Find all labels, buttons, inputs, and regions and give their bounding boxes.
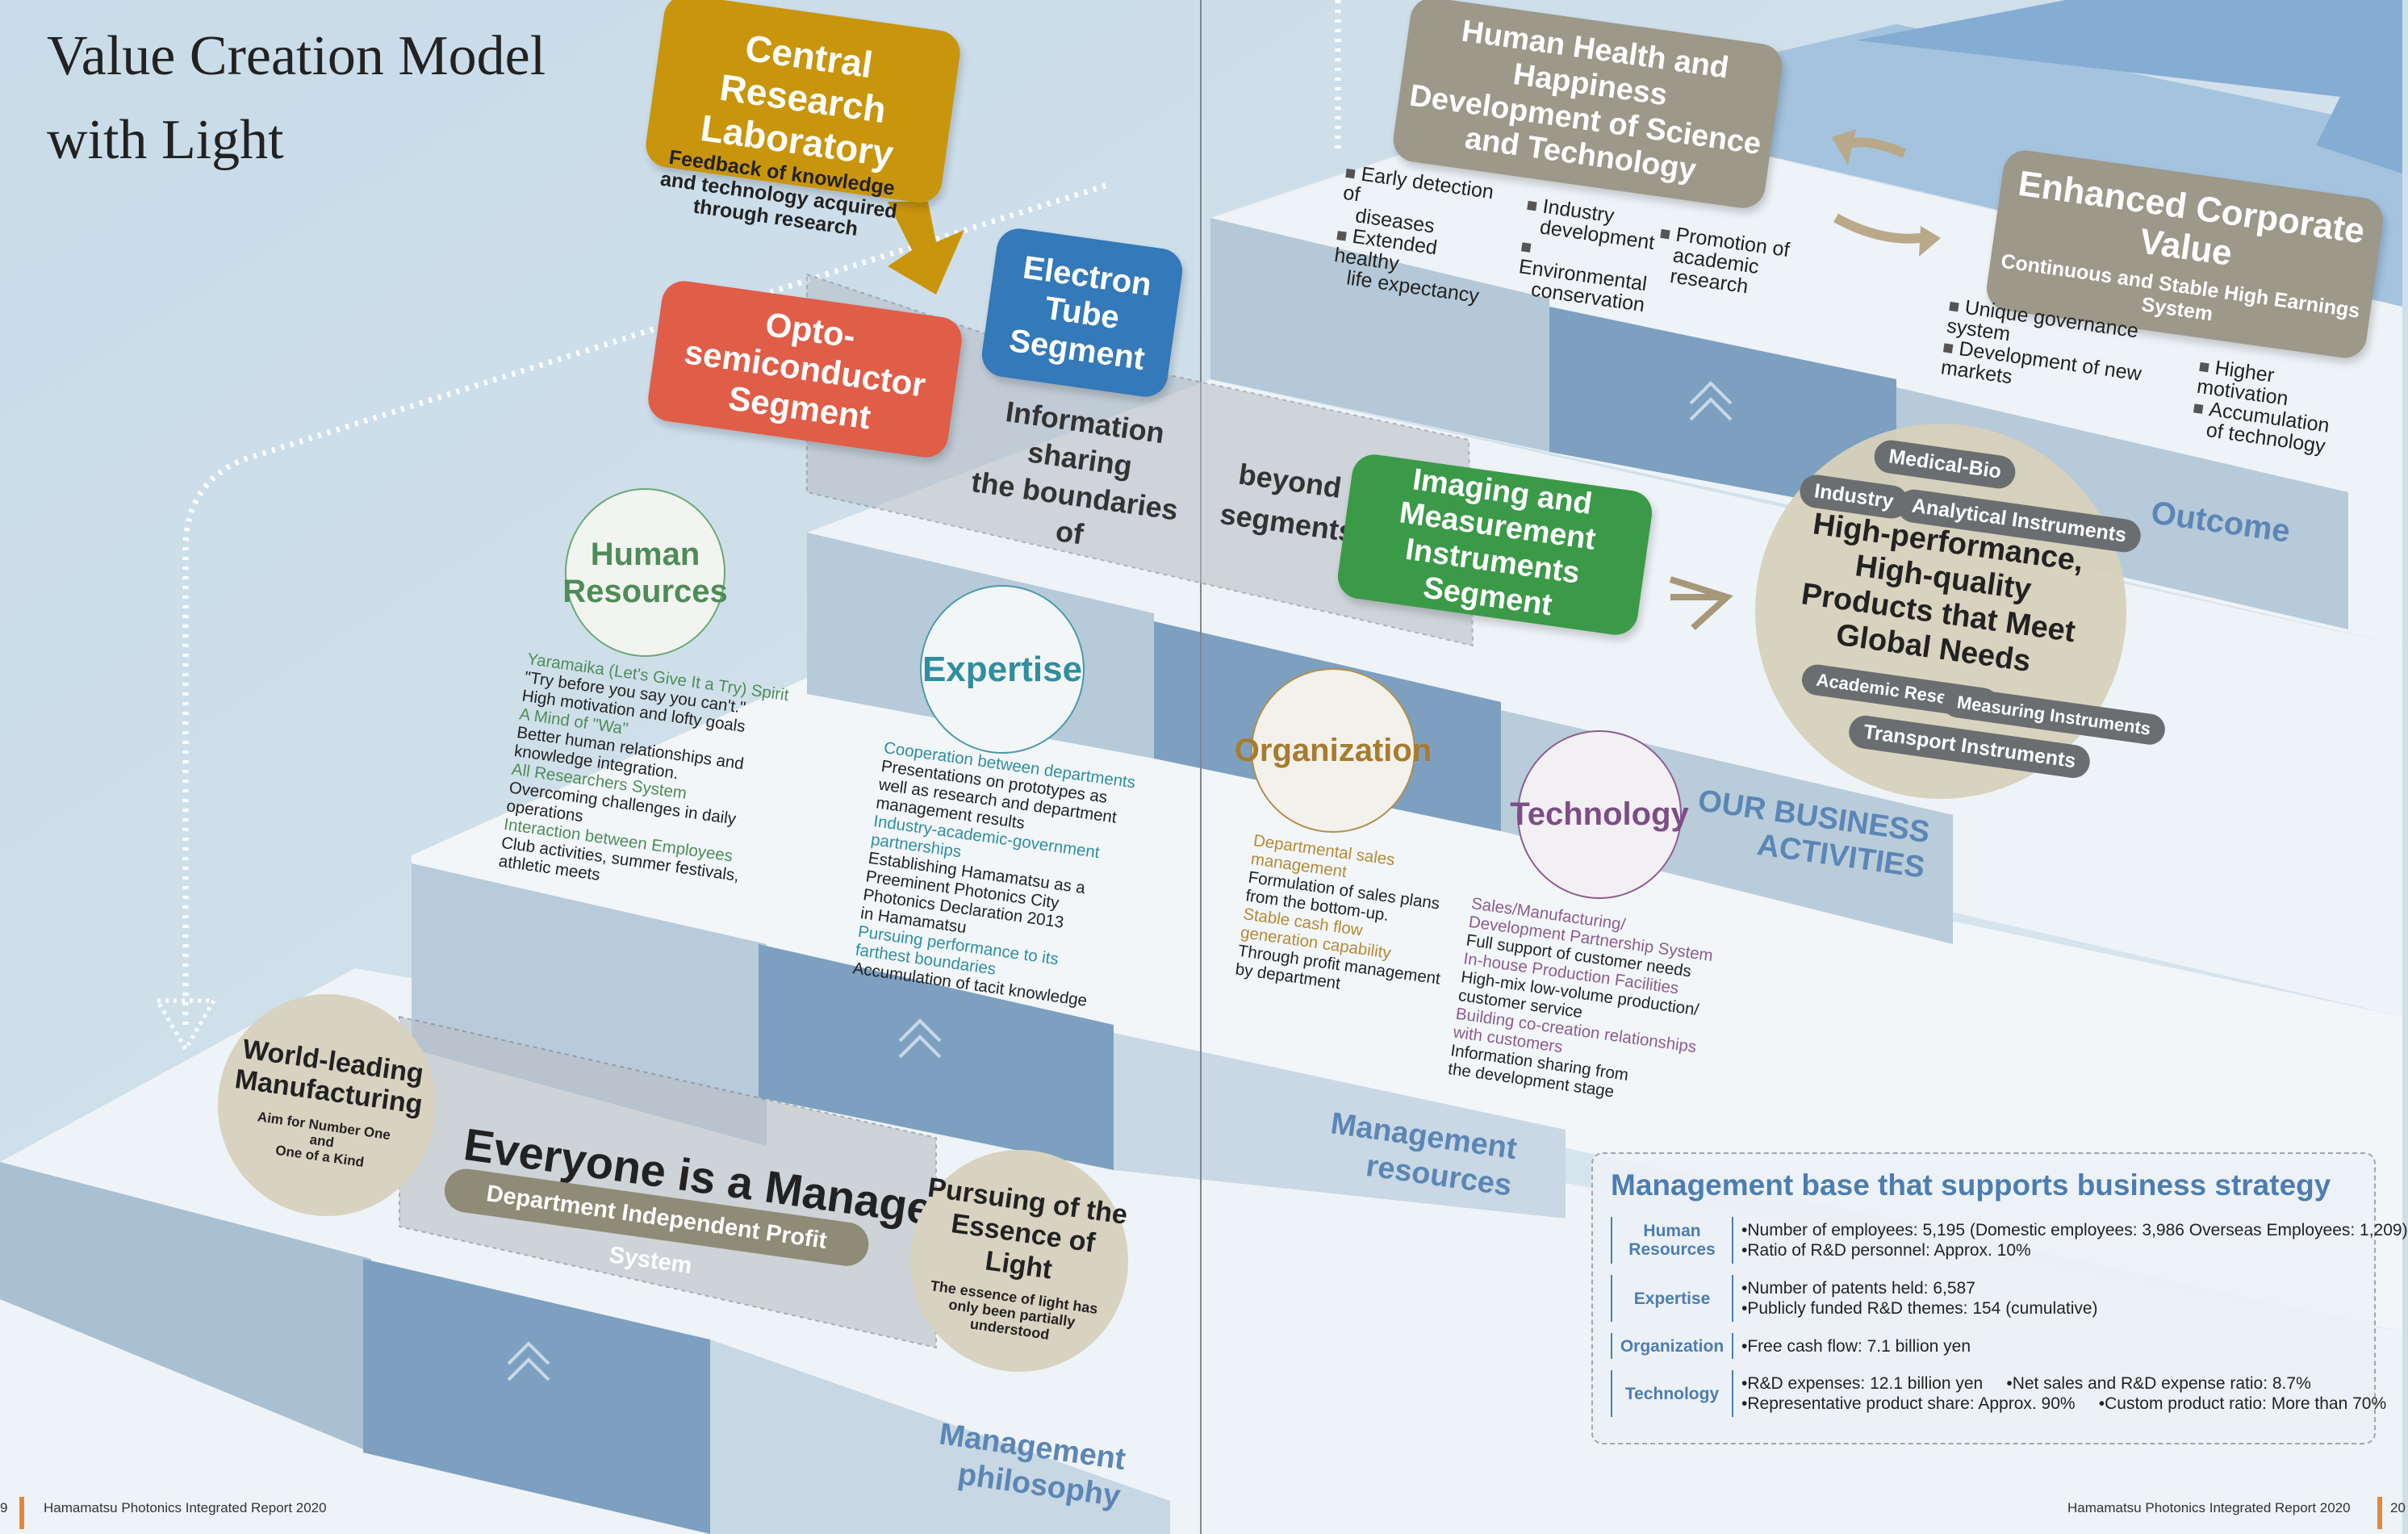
management-base-item: •Publicly funded R&D themes: 154 (cumula…: [1741, 1299, 2098, 1318]
technology-circle: Technology: [1510, 730, 1689, 899]
management-base-items: •Number of employees: 5,195 (Domestic em…: [1741, 1217, 2408, 1264]
management-base-label-line: Technology: [1624, 1384, 1720, 1403]
footer-right-bar: [2377, 1497, 2382, 1529]
management-base-panel: Management base that supports business s…: [1591, 1152, 2408, 1444]
management-base-row: Expertise •Number of patents held: 6,587•…: [1611, 1275, 2361, 1333]
management-base-row: Organization •Free cash flow: 7.1 billion…: [1611, 1333, 2361, 1370]
expertise-circle: Expertise: [920, 585, 1085, 754]
management-base-label: Expertise: [1611, 1275, 1733, 1322]
health-bullets-col2: Industry development Environmental conse…: [1517, 194, 1657, 317]
management-base-item: •Free cash flow: 7.1 billion yen: [1741, 1336, 1971, 1356]
health-bullets-col1: Early detection of diseases Extended hea…: [1332, 162, 1495, 308]
management-base-label-line: Organization: [1620, 1336, 1724, 1356]
footer-left-text: Hamamatsu Photonics Integrated Report 20…: [44, 1500, 327, 1515]
beyond-segments-text: beyond segments: [1218, 457, 1357, 549]
footer-left-bar: [19, 1497, 24, 1529]
management-base-label-line: Human: [1643, 1222, 1701, 1240]
footer-left-page: 9: [0, 1500, 8, 1515]
management-base-item: •Number of patents held: 6,587: [1741, 1279, 1975, 1298]
technology-list: Sales/Manufacturing/Development Partners…: [1447, 894, 1753, 1117]
management-base-item: •Ratio of R&D personnel: Approx. 10%: [1741, 1241, 2031, 1260]
pursuing-circle: Pursuing of the Essence of Light The ess…: [910, 1150, 1130, 1372]
management-base-item: •Number of employees: 5,195 (Domestic em…: [1741, 1221, 2408, 1239]
world-leading-circle: World-leading Manufacturing Aim for Numb…: [218, 994, 436, 1216]
management-base-label: Technology: [1611, 1370, 1733, 1417]
footer-right-text: Hamamatsu Photonics Integrated Report 20…: [2067, 1500, 2351, 1515]
management-base-label-line: Resources: [1628, 1240, 1716, 1259]
footer-right-page: 20: [2390, 1500, 2406, 1515]
management-base-item: •Representative product share: Approx. 9…: [1741, 1394, 2387, 1413]
human-resources-list: Yaramaika (Let's Give It a Try) Spirit"T…: [498, 650, 809, 909]
electron-segment-box: Electron Tube Segment: [979, 225, 1185, 400]
management-base-items: •R&D expenses: 12.1 billion yen •Net sal…: [1741, 1370, 2386, 1417]
management-base-items: •Number of patents held: 6,587•Publicly …: [1741, 1275, 2098, 1322]
page-title: Value Creation Model with Light: [47, 25, 546, 171]
management-base-item: •R&D expenses: 12.1 billion yen •Net sal…: [1741, 1374, 2311, 1393]
info-sharing-text: Information sharing the boundaries of: [969, 395, 1181, 551]
organization-circle: Organization: [1235, 668, 1432, 833]
management-base-label: Organization: [1611, 1333, 1733, 1359]
management-base-label-line: Expertise: [1633, 1289, 1711, 1308]
management-base-row: Technology •R&D expenses: 12.1 billion ye…: [1611, 1370, 2386, 1428]
management-base-items: •Free cash flow: 7.1 billion yen: [1741, 1333, 1971, 1359]
human-resources-circle: Human Resources: [562, 488, 728, 657]
management-base-title: Management base that supports business s…: [1611, 1168, 2331, 1202]
